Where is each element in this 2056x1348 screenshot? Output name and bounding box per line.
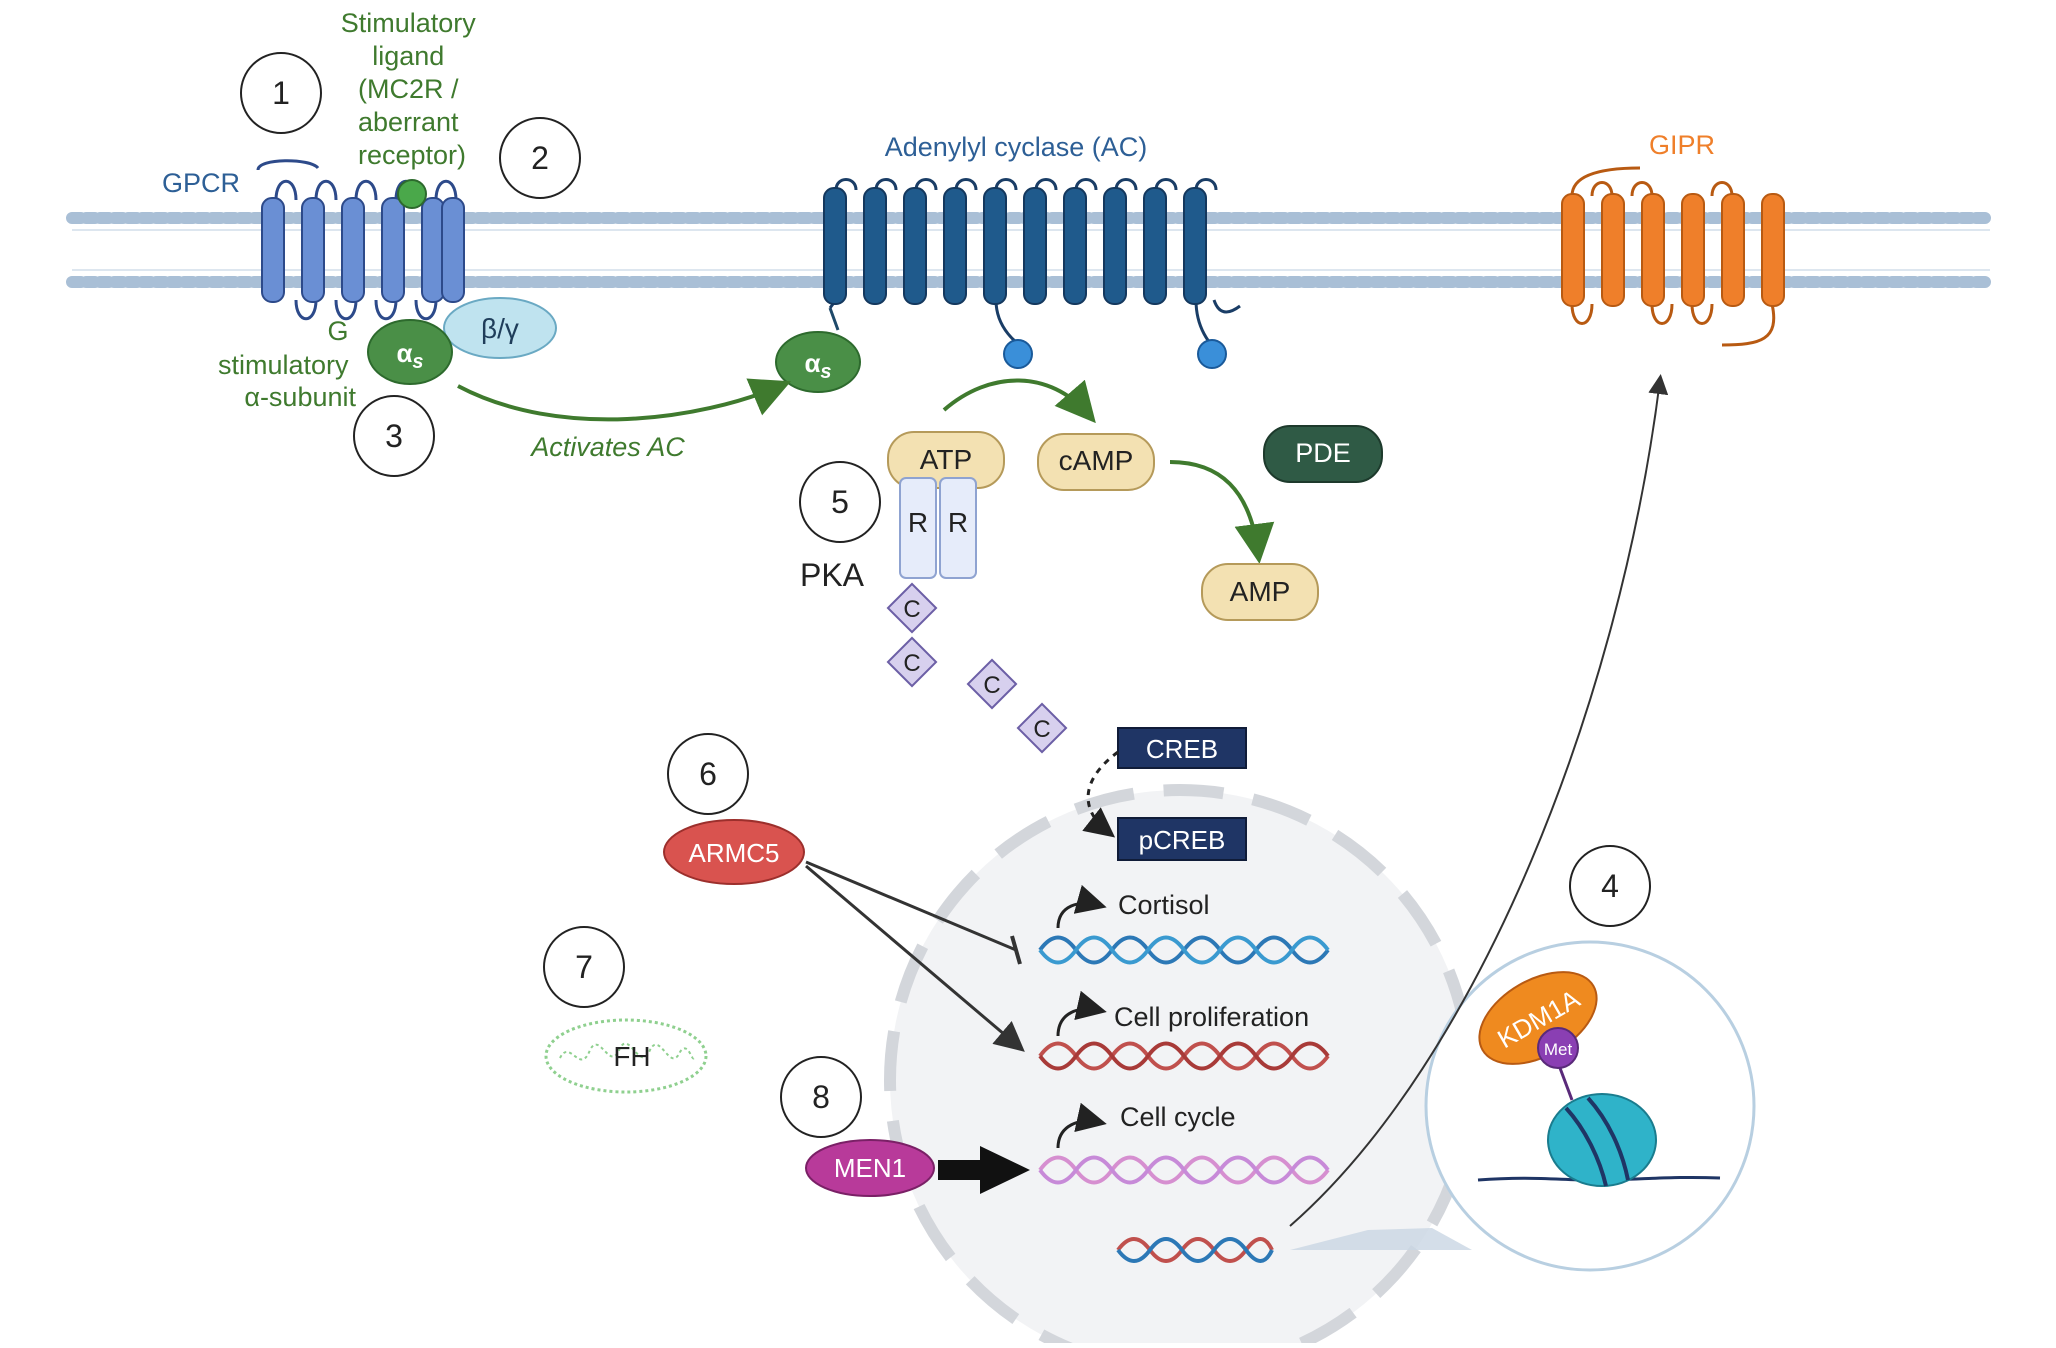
svg-text:6: 6 [699,756,717,792]
cell-proliferation-gene-dna [1038,1041,1330,1071]
adenylyl-cyclase [823,178,1241,369]
step-marker-6: 6 [667,733,749,815]
beta-gamma-subunit [443,297,557,359]
svg-text:C: C [903,650,920,677]
armc5-inhibition-bar [1010,935,1022,965]
svg-text:8: 8 [812,1079,830,1115]
svg-text:FH: FH [613,1041,650,1072]
svg-text:R: R [908,507,928,538]
activates-ac-arrow [457,378,792,422]
pde-node: PDE [1263,425,1383,483]
g-stimulatory-label: G stimulatory α-subunit [218,316,357,412]
cortisol-gene-dna [1038,935,1330,965]
svg-text:C: C [983,672,1000,699]
pcreb-box: pCREB [1117,817,1247,861]
stimulatory-ligand [397,179,427,209]
pka-label: PKA [800,557,865,593]
cell-proliferation-label: Cell proliferation [1114,1002,1309,1032]
svg-text:C: C [903,596,920,623]
svg-text:Met: Met [1544,1040,1573,1059]
met-marker: Met [1537,1027,1579,1069]
step-marker-2: 2 [499,117,581,199]
step-marker-1: 1 [240,52,322,134]
pka-catalytic-subunit: C [886,636,938,688]
creb-box: CREB [1117,727,1247,769]
methyl-link [1558,1067,1574,1101]
svg-text:CREB: CREB [1146,734,1218,764]
adenylyl-cyclase-label: Adenylyl cyclase (AC) [885,132,1148,162]
camp-to-amp-arrow [1169,460,1275,564]
svg-text:R: R [948,507,968,538]
amp-node: AMP [1201,563,1319,621]
cortisol-label: Cortisol [1118,890,1210,920]
gipr-expression-arrow [1289,374,1669,1227]
cell-cycle-label: Cell cycle [1120,1102,1236,1132]
cell-cycle-gene-dna [1038,1155,1330,1185]
creb-phosphorylation-arrow [1082,750,1119,838]
svg-text:ARMC5: ARMC5 [688,838,779,868]
men1-activation-arrow [938,1146,1030,1194]
svg-text:1: 1 [272,75,290,111]
atp-node: ATP [887,431,1005,489]
gipr-receptor [1561,166,1785,347]
gipr-label: GIPR [1649,130,1715,160]
men1-node: MEN1 [805,1139,935,1197]
pka-regulatory-subunit: R [939,477,977,579]
step-marker-3: 3 [353,395,435,477]
step-marker-7: 7 [543,926,625,1008]
svg-text:cAMP: cAMP [1059,445,1134,476]
active-alpha-s-label: αs [804,348,831,383]
svg-text:pCREB: pCREB [1139,825,1226,855]
svg-text:MEN1: MEN1 [834,1153,906,1183]
step-marker-4: 4 [1569,845,1651,927]
step-marker-8: 8 [780,1056,862,1138]
svg-text:AMP: AMP [1230,576,1291,607]
cell-cycle-transcription-arrow [1056,1102,1107,1149]
nucleus [884,784,1476,1348]
pka-regulatory-subunit: R [899,477,937,579]
atp-to-camp-arrow [942,378,1096,424]
beta-gamma-label: β/γ [481,313,519,344]
small-dna-strand [1116,1237,1274,1263]
svg-text:ATP: ATP [920,444,972,475]
armc5-inhibition-line [805,860,1017,952]
pka-catalytic-subunit: C [886,582,938,634]
svg-text:C: C [1033,716,1050,743]
fh-mitochondrion: FH [544,1018,708,1094]
svg-text:3: 3 [385,418,403,454]
gpcr-label: GPCR [162,168,240,198]
stimulatory-ligand-label: Stimulatory ligand (MC2R / aberrant rece… [341,8,484,170]
svg-text:4: 4 [1601,868,1619,904]
armc5-node: ARMC5 [663,819,805,885]
zoom-wedge [1290,1228,1472,1250]
cortisol-transcription-arrow [1056,884,1107,929]
svg-text:5: 5 [831,484,849,520]
g-alpha-s-subunit [367,319,453,385]
svg-text:2: 2 [531,140,549,176]
activates-ac-label: Activates AC [529,432,685,462]
proliferation-transcription-arrow [1056,990,1107,1037]
pka-catalytic-subunit: C [966,658,1018,710]
svg-text:PDE: PDE [1295,438,1351,468]
armc5-activation-arrow [805,864,1025,1052]
pka-catalytic-subunit: C [1016,702,1068,754]
gpcr-receptor [256,159,465,321]
active-alpha-s-subunit [775,331,861,393]
g-alpha-s-label: αs [396,338,423,373]
svg-text:7: 7 [575,949,593,985]
camp-node: cAMP [1037,433,1155,491]
step-marker-5: 5 [799,461,881,543]
nucleosome [1547,1093,1657,1187]
